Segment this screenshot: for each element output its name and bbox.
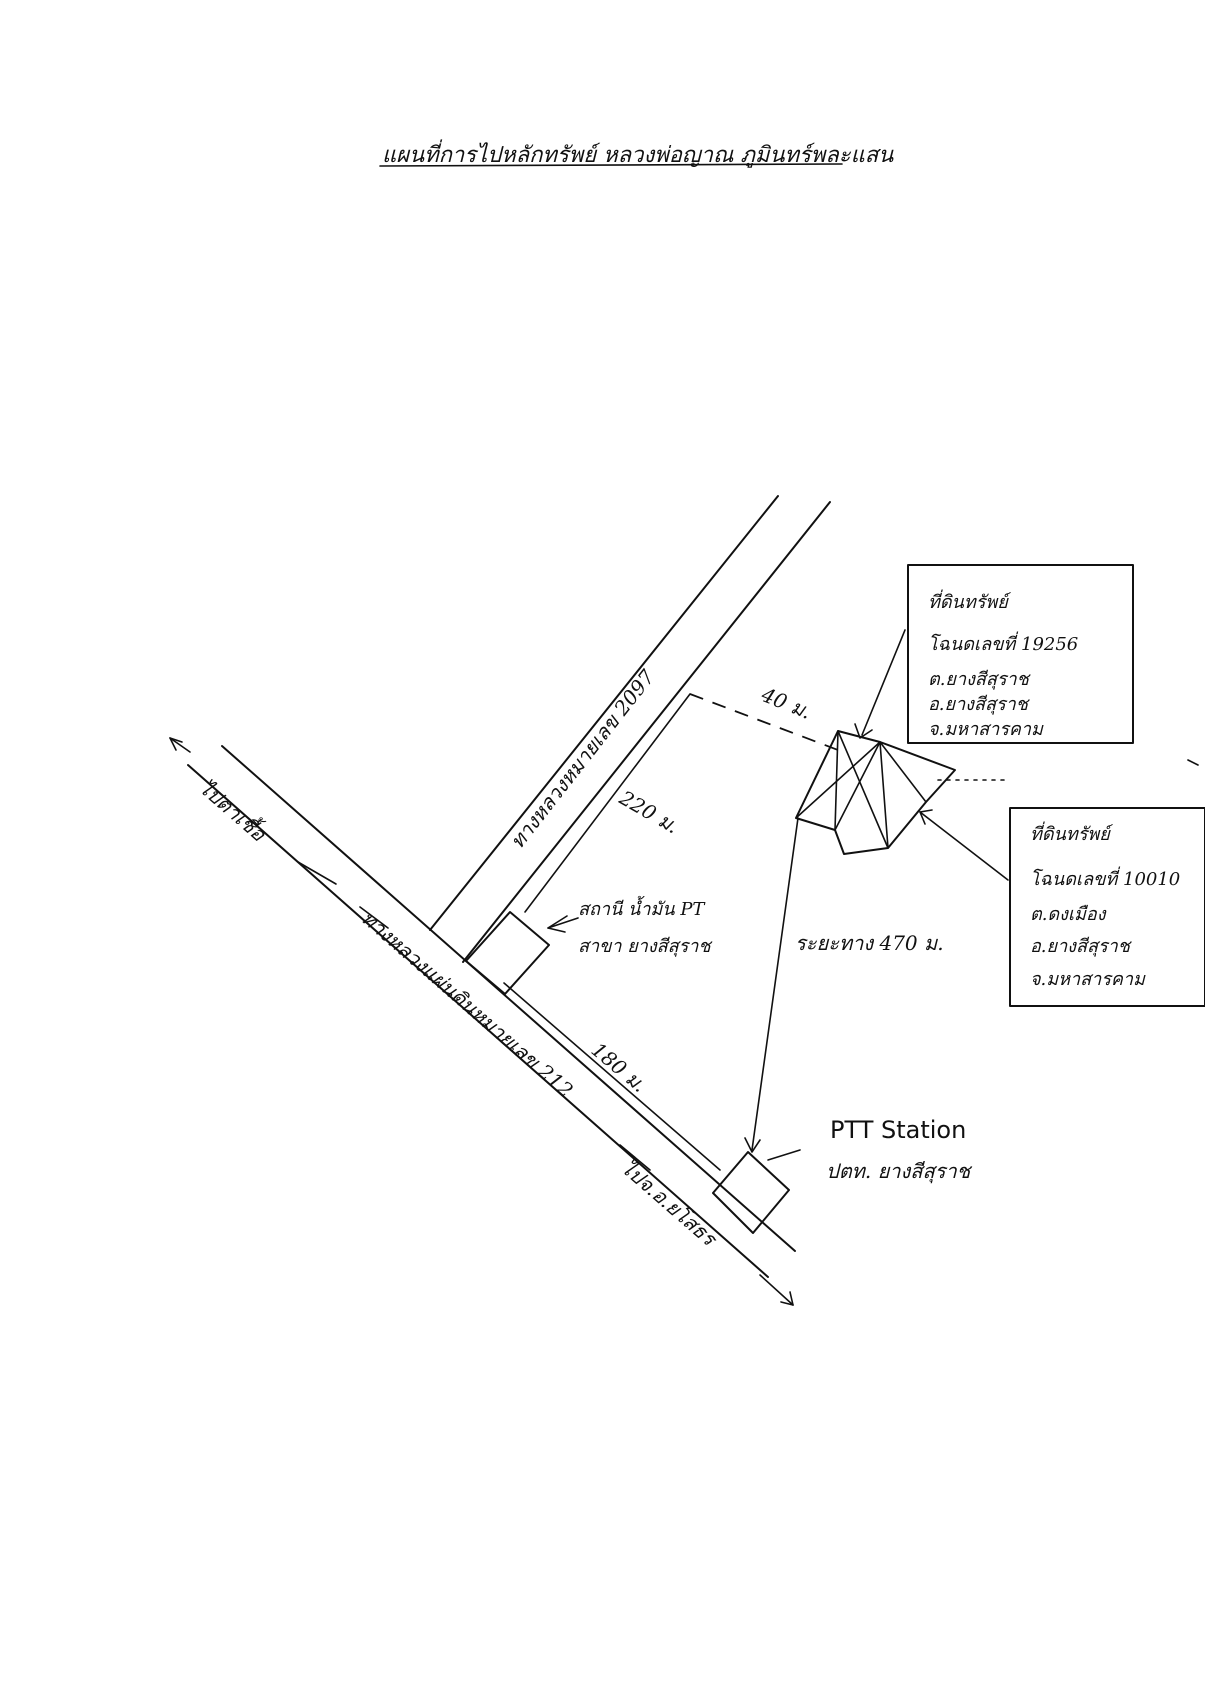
land-box-2-line-4: อ.ยางสีสุราช	[1030, 936, 1133, 957]
distance-470m: ระยะทาง 470 ม.	[795, 931, 944, 955]
land-box-2-pointer	[919, 811, 1009, 881]
direction-up-label: ไปตาเชื้อ	[195, 773, 273, 846]
parcel-edge-main	[503, 982, 721, 1171]
arrow-down-right-icon	[759, 1274, 794, 1306]
land-box-1-line-5: จ.มหาสารคาม	[928, 719, 1044, 740]
land-box-2-line-1: ที่ดินทรัพย์	[1030, 821, 1114, 845]
small-station-label-1: สถานี น้ำมัน PT	[578, 895, 706, 920]
pt-station-pointer	[767, 1149, 801, 1161]
main-road-label: ทางหลวงแผ่นดินหมายเลข 212	[357, 906, 578, 1103]
small-station-square	[465, 911, 550, 995]
route-arrowhead-icon	[744, 1137, 761, 1153]
land-box-2-line-3: ต.ดงเมือง	[1030, 904, 1107, 925]
land-box-1-arrowhead-icon	[854, 723, 873, 739]
dashed-40m-line	[689, 693, 839, 751]
land-box-1-line-1: ที่ดินทรัพย์	[928, 589, 1012, 613]
small-station-label-2: สาขา ยางสีสุราช	[578, 936, 713, 957]
direction-down-label: ไปจ.อ.ยโสธร	[617, 1156, 723, 1252]
small-station-arrowhead-icon	[547, 915, 568, 933]
pt-station-name: PTT Station	[830, 1116, 966, 1144]
map-title: แผนที่การไปหลักทรัพย์ หลวงพ่อญาณ ภูมินทร…	[382, 139, 894, 168]
title-underline	[379, 163, 843, 167]
distance-40m: 40 ม.	[757, 682, 815, 724]
side-road	[429, 495, 831, 963]
land-box-1	[907, 564, 1134, 744]
land-box-1-pointer	[861, 629, 906, 736]
land-plot-shape	[795, 730, 956, 855]
pt-station-square	[712, 1151, 790, 1234]
land-box-2-line-5: จ.มหาสารคาม	[1030, 969, 1146, 990]
distance-180m: 180 ม.	[587, 1037, 652, 1097]
distance-220m: 220 ม.	[615, 785, 683, 838]
edge-mark	[1187, 759, 1199, 766]
land-box-2-line-2: โฉนดเลขที่ 10010	[1030, 866, 1180, 890]
pt-station-sub: ปตท. ยางสีสุราช	[826, 1159, 973, 1184]
land-box-2-arrowhead-icon	[919, 809, 933, 825]
land-box-2	[1009, 807, 1205, 1007]
route-to-land	[751, 817, 799, 1151]
side-road-label: ทางหลวงหมายเลข 2097	[505, 665, 659, 853]
arrow-up-left-icon	[169, 737, 191, 753]
land-box-1-line-2: โฉนดเลขที่ 19256	[928, 631, 1078, 655]
main-road	[187, 745, 796, 1278]
land-box-1-line-4: อ.ยางสีสุราช	[928, 694, 1031, 715]
land-box-1-line-3: ต.ยางสีสุราช	[928, 669, 1032, 690]
small-station-pointer	[547, 917, 579, 929]
